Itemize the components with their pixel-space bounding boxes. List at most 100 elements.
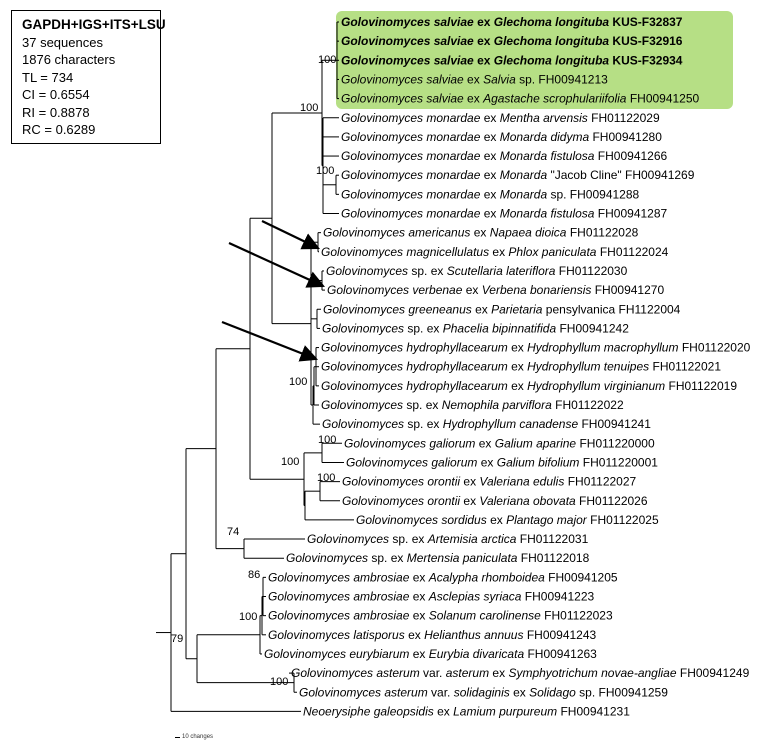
support-value: 100 [317,472,335,484]
support-value: 100 [239,611,257,623]
taxon-label-part: Golovinomyces [326,264,408,278]
taxon-label-part: FH00941266 [594,149,667,163]
taxon-label-part: FH00941287 [594,207,667,221]
taxon-label-part: Galium aparine [495,436,577,450]
taxon-label: Golovinomyces sp. ex Scutellaria laterif… [326,264,628,278]
scale-bar [175,737,180,738]
taxon-label-part: FH00941249 [677,666,750,680]
taxon-label-part: Golovinomyces hydrophyllacearum [321,341,508,355]
taxon-label-part: ex [470,226,489,240]
taxon-label-part: Hydrophyllum canadense [443,417,579,431]
support-value: 100 [300,102,318,114]
taxon-label: Golovinomyces magnicellulatus ex Phlox p… [321,245,669,259]
taxon-label-part: sp. FH00941288 [547,187,639,201]
taxon-label-part: FH00941242 [556,321,629,335]
taxon-label-part: Valeriana obovata [479,494,576,508]
support-value: 100 [281,456,299,468]
taxon-label-part: sp. FH00941259 [576,685,668,699]
taxon-label-part: sp. ex [408,264,447,278]
taxon-label-part: Golovinomyces verbenae [327,283,463,297]
taxon-label-part: Golovinomyces greeneanus [323,302,472,316]
stats-title: GAPDH+IGS+ITS+LSU [22,17,166,32]
taxon-label-part: Golovinomyces monardae [341,207,481,221]
taxon-label-part: Glechoma longituba [494,53,610,67]
taxon-label-part: Salvia [483,72,516,86]
taxon-label-part: Golovinomyces ambrosiae [268,570,410,584]
taxon-label-part: Golovinomyces ambrosiae [268,590,410,604]
support-value: 100 [318,434,336,446]
taxon-label-part: ex [487,513,506,527]
taxon-label: Golovinomyces monardae ex Monarda "Jacob… [341,168,695,182]
taxon-label-part: Golovinomyces monardae [341,130,481,144]
taxon-label-part: Hydrophyllum tenuipes [527,360,649,374]
taxon-label-part: FH00941205 [545,570,618,584]
stats-ci: CI = 0.6554 [22,87,90,102]
taxon-label-part: Scutellaria lateriflora [447,264,556,278]
taxon-label-part: Solidago [529,685,576,699]
taxon-label-part: Neoerysiphe galeopsidis [303,704,434,718]
taxon-label-part: Eurybia divaricata [429,647,525,661]
taxon-label-part: Symphyotrichum novae-angliae [508,666,676,680]
scale-label: 10 changes [182,734,214,740]
taxon-label: Golovinomyces verbenae ex Verbena bonari… [327,283,664,297]
taxon-label-part: Solanum carolinense [429,609,541,623]
taxon-label-part: ex [409,570,428,584]
taxon-label-part: Golovinomyces orontii [342,475,460,489]
taxon-label-part: Golovinomyces monardae [341,149,481,163]
taxon-label: Golovinomyces sordidus ex Plantago major… [356,513,659,527]
taxon-label-part: Golovinomyces latisporus [268,628,405,642]
taxon-label-part: Golovinomyces asterum [291,666,420,680]
taxon-label-part: Golovinomyces hydrophyllacearum [321,360,508,374]
taxon-label-part: FH01122020 [678,341,750,355]
support-value: 86 [248,569,260,581]
taxon-label-part: ex [434,704,453,718]
taxon-label: Golovinomyces hydrophyllacearum ex Hydro… [321,341,751,355]
taxon-label-part: Golovinomyces sordidus [356,513,487,527]
taxon-label: Golovinomyces orontii ex Valeriana obova… [342,494,648,508]
taxon-label-part: FH01122030 [555,264,627,278]
taxon-label-part: FH00941243 [523,628,596,642]
taxon-label-part: var. [428,685,454,699]
taxon-label: Golovinomyces ambrosiae ex Solanum carol… [268,609,613,623]
taxon-label-part: ex [508,341,527,355]
taxon-label-part: FH01122025 [587,513,659,527]
taxon-label-part: ex [508,379,527,393]
taxon-label: Golovinomyces americanus ex Napaea dioic… [323,226,639,240]
taxon-label-part: KUS-F32837 [609,15,683,29]
taxon-label: Golovinomyces sp. ex Mertensia paniculat… [286,551,590,565]
taxon-label: Golovinomyces galiorum ex Galium bifoliu… [346,455,658,469]
taxon-label-part: Phlox paniculata [508,245,596,259]
stats-tl: TL = 734 [22,69,74,85]
taxon-label-part: ex [464,92,483,106]
taxon-label-part: Valeriana edulis [479,475,564,489]
taxon-label: Golovinomyces monardae ex Mentha arvensi… [341,111,660,125]
taxon-label-part: Monarda fistulosa [500,207,595,221]
taxon-label-part: Phacelia bipinnatifida [443,321,557,335]
taxon-label-part: FH01122022 [552,398,624,412]
taxon-label-part: ex [409,609,428,623]
stats-sequences: 37 sequences [22,34,103,50]
taxon-label-part: Golovinomyces salviae [341,15,474,29]
taxon-label-part: Artemisia arctica [427,532,517,546]
taxon-label-part: Golovinomyces ambrosiae [268,609,410,623]
taxon-label: Neoerysiphe galeopsidis ex Lamium purpur… [303,704,630,718]
support-value: 100 [270,676,288,688]
taxon-label-part: FH01122018 [517,551,589,565]
taxon-label-part: ex [510,685,529,699]
taxon-label: Golovinomyces ambrosiae ex Acalypha rhom… [268,570,618,584]
taxon-label-part: sp. ex [404,321,443,335]
taxon-label: Golovinomyces latisporus ex Helianthus a… [268,628,597,642]
taxon-label-part: ex [480,130,499,144]
taxon-label-part: Monarda [500,187,548,201]
annotation-arrow [261,220,320,250]
taxon-label-part: KUS-F32934 [609,53,683,67]
taxon-label-part: solidaginis [454,685,510,699]
taxon-label-part: FH00941223 [521,590,594,604]
taxon-label: Golovinomyces salviae ex Salvia sp. FH00… [341,72,608,86]
support-value: 100 [316,165,334,177]
taxon-label: Golovinomyces sp. ex Artemisia arctica F… [307,532,589,546]
taxon-label-part: ex [460,494,479,508]
taxon-label-part: Mertensia paniculata [407,551,518,565]
stats-characters: 1876 characters [22,52,116,67]
